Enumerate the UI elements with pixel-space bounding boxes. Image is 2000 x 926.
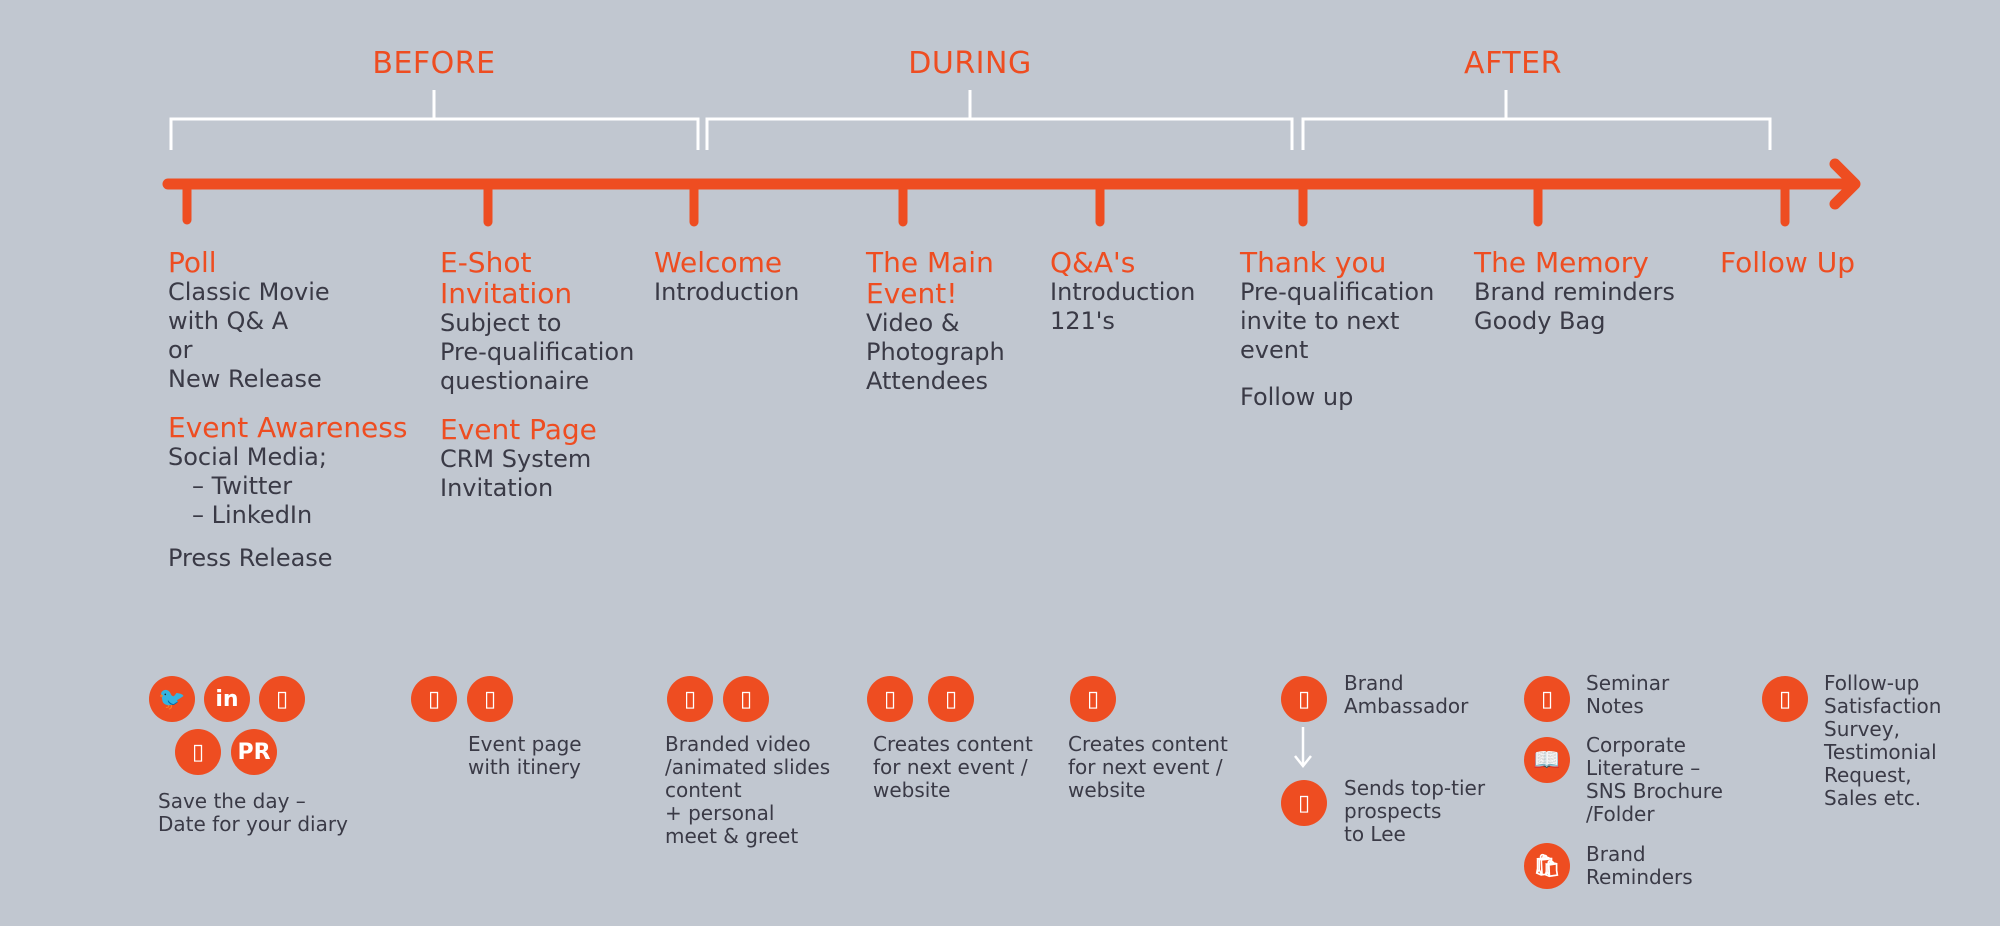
milestone-line: Video & <box>866 309 960 337</box>
phase-before: BEFORE <box>372 46 496 81</box>
milestone-main-event: The Main Event! Video & Photograph Atten… <box>866 247 1036 396</box>
camera-icon[interactable]: ▯ <box>867 676 913 722</box>
milestone-line: Invitation <box>440 474 554 502</box>
milestone-title: Thank you <box>1240 246 1387 279</box>
linkedin-icon[interactable]: in <box>204 676 250 722</box>
milestone-title: E-Shot Invitation <box>440 246 573 310</box>
prospects-icon[interactable]: ▯ <box>1281 780 1327 826</box>
caption-sends-prospects: Sends top-tier prospects to Lee <box>1344 776 1486 846</box>
caption-brand-ambassador: Brand Ambassador <box>1344 671 1469 718</box>
book-icon[interactable]: 📖 <box>1524 737 1570 783</box>
survey-icon[interactable]: ▯ <box>1762 676 1808 722</box>
milestone-line: CRM System <box>440 445 592 473</box>
milestone-line: invite to next <box>1240 307 1400 335</box>
milestone-line: Social Media; <box>168 443 327 471</box>
list-item: – Twitter <box>192 472 293 500</box>
milestone-line: or <box>168 336 193 364</box>
subsection-title: Event Page <box>440 413 597 446</box>
milestone-line: Goody Bag <box>1474 307 1606 335</box>
subsection-title: Event Awareness <box>168 411 408 444</box>
phase-during: DURING <box>908 46 1032 81</box>
bracket-after <box>1301 117 1772 150</box>
webpage-icon[interactable]: ▯ <box>411 676 457 722</box>
caption-event-page: Event page with itinery <box>468 732 582 779</box>
milestone-line: New Release <box>168 365 322 393</box>
caption-brand-reminders: Brand Reminders <box>1586 842 1693 889</box>
list-item: – LinkedIn <box>192 501 313 529</box>
caption-follow-up-survey: Follow-up Satisfaction Survey, Testimoni… <box>1824 671 1942 810</box>
milestone-extra: Press Release <box>168 544 333 572</box>
video-icon[interactable]: ▯ <box>667 676 713 722</box>
milestone-eshot: E-Shot Invitation Subject to Pre-qualifi… <box>440 247 660 503</box>
handshake-icon[interactable]: ▯ <box>723 676 769 722</box>
chat-icon[interactable]: ▯ <box>1070 676 1116 722</box>
twitter-icon[interactable]: 🐦 <box>149 676 195 722</box>
ambassador-icon[interactable]: ▯ <box>1281 676 1327 722</box>
milestone-title: The Main Event! <box>866 246 994 310</box>
caption-creates-content-1: Creates content for next event / website <box>873 732 1033 802</box>
milestone-line: Introduction <box>1050 278 1196 306</box>
milestone-line: Classic Movie <box>168 278 330 306</box>
milestone-thankyou: Thank you Pre-qualification invite to ne… <box>1240 247 1460 412</box>
milestone-line: Pre-qualification <box>440 338 635 366</box>
milestone-line: with Q& A <box>168 307 289 335</box>
milestone-title: Poll <box>168 246 217 279</box>
milestone-followup: Follow Up <box>1720 247 1920 278</box>
itinerary-icon[interactable]: ▯ <box>467 676 513 722</box>
share-icon[interactable]: ▯ <box>259 676 305 722</box>
caption-seminar-notes: Seminar Notes <box>1586 671 1670 718</box>
milestone-title: Welcome <box>654 246 783 279</box>
milestone-line: questionaire <box>440 367 590 395</box>
caption-branded-video: Branded video /animated slides content +… <box>665 732 831 848</box>
milestone-poll: Poll Classic Movie with Q& A or New Rele… <box>168 247 418 573</box>
milestone-extra: Follow up <box>1240 383 1354 411</box>
caption-creates-content-2: Creates content for next event / website <box>1068 732 1228 802</box>
video-camera-icon[interactable]: ▯ <box>928 676 974 722</box>
milestone-qa: Q&A's Introduction 121's <box>1050 247 1230 336</box>
milestone-title: The Memory <box>1474 246 1649 279</box>
caption-corporate-literature: Corporate Literature – SNS Brochure /Fol… <box>1586 733 1723 826</box>
down-arrow-head <box>1294 755 1312 769</box>
shopping-bag-icon[interactable]: 🛍 <box>1524 843 1570 889</box>
caption-save-the-day: Save the day – Date for your diary <box>158 789 348 836</box>
milestone-title: Q&A's <box>1050 246 1136 279</box>
milestone-line: Brand reminders <box>1474 278 1675 306</box>
milestone-line: Pre-qualification <box>1240 278 1435 306</box>
notes-icon[interactable]: ▯ <box>1524 676 1570 722</box>
milestone-line: Subject to <box>440 309 562 337</box>
phase-brackets <box>169 90 1772 150</box>
timeline-arrow <box>162 158 1861 227</box>
milestone-line: Attendees <box>866 367 989 395</box>
milestone-line: Photograph <box>866 338 1005 366</box>
bracket-during <box>705 117 1294 150</box>
milestone-line: Introduction <box>654 278 800 306</box>
milestone-title: Follow Up <box>1720 246 1855 279</box>
milestone-line: 121's <box>1050 307 1115 335</box>
milestone-memory: The Memory Brand reminders Goody Bag <box>1474 247 1704 336</box>
milestone-line: event <box>1240 336 1309 364</box>
phase-after: AFTER <box>1464 46 1562 81</box>
milestone-welcome: Welcome Introduction <box>654 247 854 307</box>
calendar-icon[interactable]: ▯ <box>175 729 221 775</box>
pr-icon[interactable]: PR <box>231 729 277 775</box>
bracket-before <box>169 117 700 150</box>
